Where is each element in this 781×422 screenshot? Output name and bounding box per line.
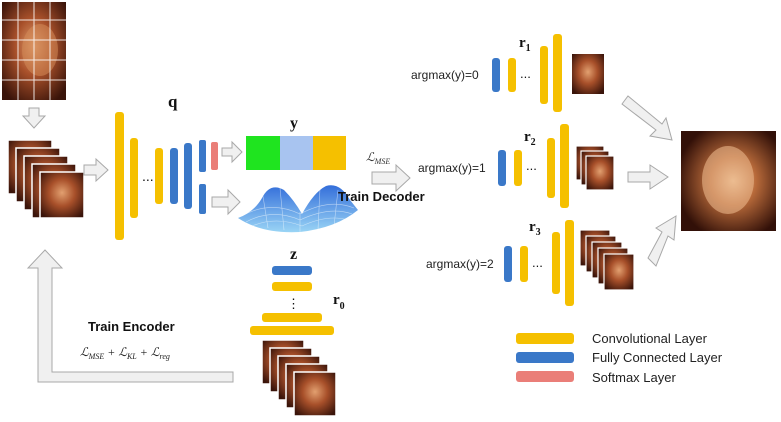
r0-output-stack — [261, 339, 337, 417]
decoder-loss-label: ℒMSE — [366, 150, 390, 166]
fc-layer — [492, 58, 500, 92]
fc-layer — [504, 246, 512, 282]
latent-distribution-surface — [238, 185, 358, 233]
conv-layer — [552, 232, 560, 294]
conv-layer — [520, 246, 528, 282]
r1-output-image — [572, 54, 604, 94]
r0-vdots: ⋮ — [287, 296, 300, 311]
train-decoder-arrow — [371, 163, 411, 193]
legend-label-softmax: Softmax Layer — [592, 370, 676, 385]
r1-ellipsis: ... — [520, 66, 531, 81]
r3-output-stack — [579, 229, 635, 291]
r3-label: r3 — [529, 219, 541, 238]
fc-layer — [199, 184, 206, 214]
train-decoder-label: Train Decoder — [338, 189, 425, 204]
arrow-r2-to-output — [627, 164, 669, 190]
y-vector — [246, 136, 346, 170]
arrow-to-z — [211, 188, 241, 216]
conv-layer — [547, 138, 555, 198]
conv-layer — [115, 112, 124, 240]
fc-layer — [272, 266, 312, 275]
arrow-to-y — [221, 140, 243, 164]
conv-layer — [565, 220, 574, 306]
conv-layer — [272, 282, 312, 291]
legend-label-fc: Fully Connected Layer — [592, 350, 723, 365]
train-encoder-label: Train Encoder — [88, 319, 175, 334]
down-arrow — [21, 107, 47, 129]
input-patch-stack — [7, 139, 85, 219]
z-label: z — [290, 246, 297, 263]
argmax2-label: argmax(y)=2 — [426, 257, 494, 271]
conv-layer — [540, 46, 548, 104]
conv-layer — [508, 58, 516, 92]
softmax-layer — [211, 142, 218, 170]
legend-swatch-conv — [516, 333, 574, 344]
conv-layer — [130, 138, 138, 218]
legend-swatch-softmax — [516, 371, 574, 382]
argmax1-label: argmax(y)=1 — [418, 161, 486, 175]
arrow-r1-to-output — [621, 95, 673, 141]
fc-layer — [498, 150, 506, 186]
legend-label-conv: Convolutional Layer — [592, 331, 708, 346]
right-arrow-to-encoder — [83, 157, 109, 183]
conv-layer — [514, 150, 522, 186]
decoder-r3 — [504, 220, 574, 306]
r3-ellipsis: ... — [532, 255, 543, 270]
prior-decoder-r0 — [250, 266, 334, 335]
output-image — [681, 131, 776, 231]
train-encoder-arrow-body — [26, 249, 234, 383]
r2-output-stack — [575, 145, 615, 191]
encoder-ellipsis: ... — [142, 168, 154, 184]
conv-layer — [553, 34, 562, 112]
r2-label: r2 — [524, 129, 536, 148]
encoder-loss-label: ℒMSE + ℒKL + ℒreg — [80, 345, 170, 361]
legend-swatch-fc — [516, 352, 574, 363]
y-label: y — [290, 115, 298, 132]
conv-layer — [155, 148, 163, 204]
input-image-grid — [2, 2, 66, 100]
decoder-r2 — [498, 124, 569, 208]
conv-layer — [262, 313, 322, 322]
fc-layer — [170, 148, 178, 204]
r0-label: r0 — [333, 292, 345, 312]
conv-layer — [560, 124, 569, 208]
fc-layer — [199, 140, 206, 172]
q-label: q — [168, 92, 178, 111]
decoder-r1 — [492, 34, 562, 112]
conv-layer — [250, 326, 334, 335]
legend: Convolutional Layer Fully Connected Laye… — [516, 331, 723, 385]
encoder-network — [115, 112, 218, 240]
r1-label: r1 — [519, 35, 531, 54]
argmax0-label: argmax(y)=0 — [411, 68, 479, 82]
r2-ellipsis: ... — [526, 158, 537, 173]
arrow-r3-to-output — [647, 215, 677, 267]
fc-layer — [184, 143, 192, 209]
